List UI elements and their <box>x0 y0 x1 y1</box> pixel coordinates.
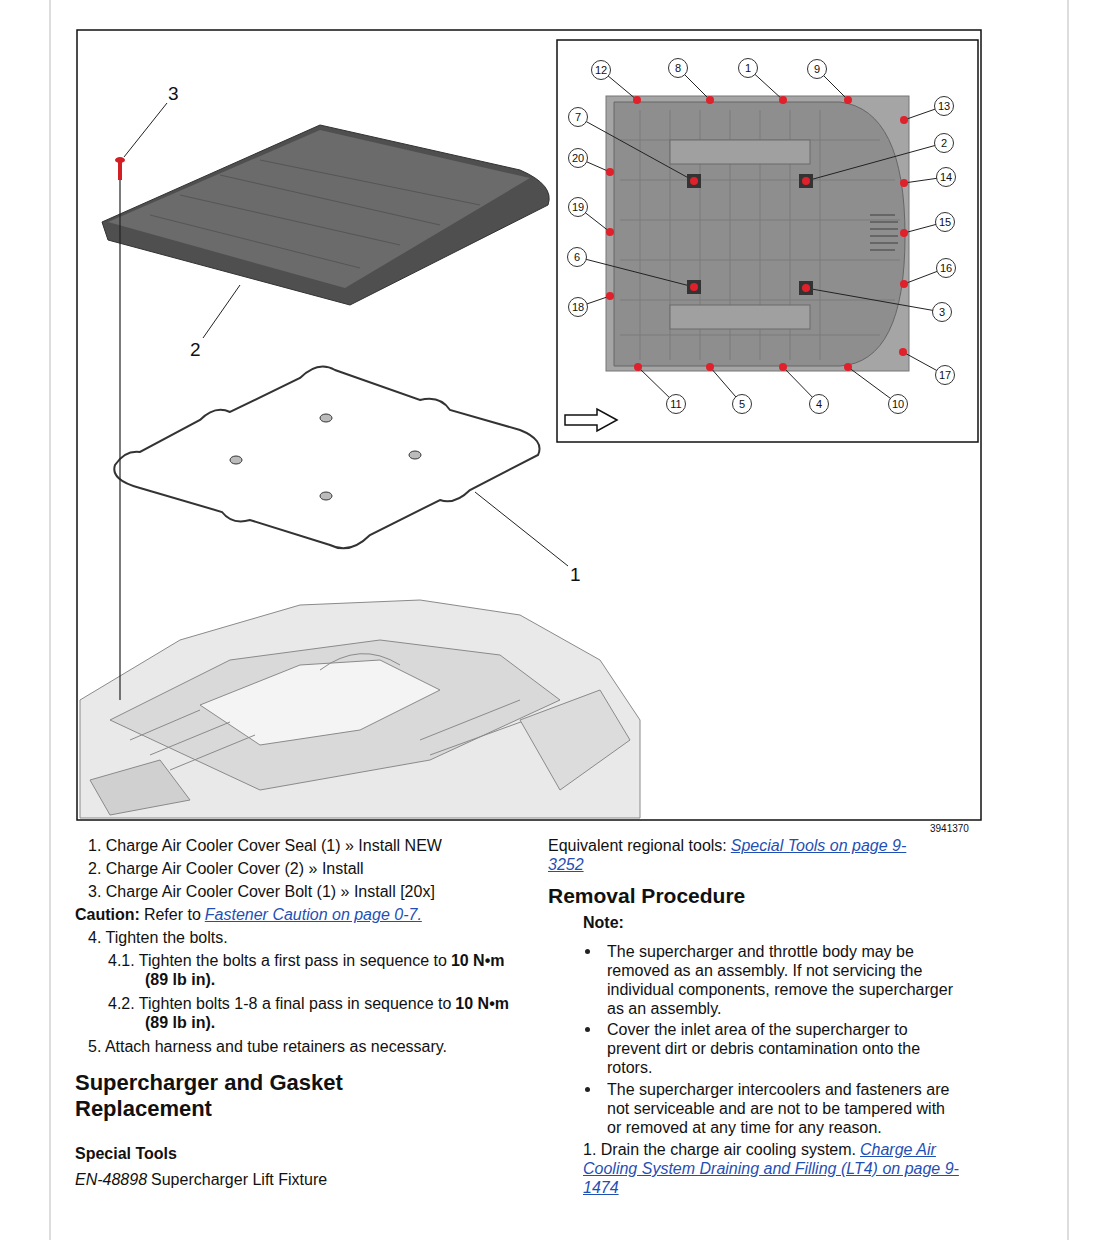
text-block: Equivalent regional tools:Special Tools … <box>548 836 908 874</box>
section-heading: Supercharger and Gasket Replacement <box>75 1070 343 1121</box>
callout-number: 15 <box>939 217 951 228</box>
callout-number: 5 <box>739 399 745 410</box>
bullet-dot <box>585 1027 590 1032</box>
callout-circle: 1 <box>738 58 758 78</box>
text-block: Supercharger and Gasket Replacement <box>75 1070 405 1122</box>
callout-number: 18 <box>572 302 584 313</box>
text-block: The supercharger and throttle body may b… <box>607 942 957 1018</box>
tool-text: EN-48898 <box>75 1171 147 1188</box>
callout-number: 12 <box>595 65 607 76</box>
callout-number: 3 <box>939 307 945 318</box>
callout-circle: 10 <box>888 394 908 414</box>
callout-number: 6 <box>574 252 580 263</box>
bullet-dot <box>585 949 590 954</box>
callout-circle: 3 <box>932 302 952 322</box>
callout-number: 10 <box>892 399 904 410</box>
step-text: 1. Charge Air Cooler Cover Seal (1) » In… <box>88 837 442 854</box>
text-block: EN-48898Supercharger Lift Fixture <box>75 1170 495 1189</box>
text-block: The supercharger intercoolers and fasten… <box>607 1080 962 1137</box>
callout-number: 8 <box>675 63 681 74</box>
text-block: 1. Drain the charge air cooling system.C… <box>583 1140 973 1197</box>
text-block: 3941370 <box>930 823 990 835</box>
text-block: 1 <box>570 563 600 586</box>
caution-text: Fastener Caution on page 0-7. <box>205 906 422 923</box>
callout-circle: 7 <box>568 107 588 127</box>
text-block: 3 <box>168 82 198 105</box>
callout-number: 2 <box>190 339 201 360</box>
callout-number: 7 <box>575 112 581 123</box>
text-block: Cover the inlet area of the supercharger… <box>607 1020 957 1077</box>
substep-text: 4.2. Tighten bolts 1-8 a final pass in s… <box>108 995 451 1012</box>
subheading: Special Tools <box>75 1145 177 1162</box>
callout-number: 1 <box>745 63 751 74</box>
callout-number: 2 <box>941 138 947 149</box>
text-block: 4. Tighten the bolts. <box>88 928 528 947</box>
caution-text: Caution: <box>75 906 140 923</box>
callout-circle: 20 <box>568 148 588 168</box>
callout-number: 3 <box>168 83 179 104</box>
callout-circle: 19 <box>568 197 588 217</box>
text-block: 2. Charge Air Cooler Cover (2) » Install <box>88 859 528 878</box>
bullet-dot <box>585 1087 590 1092</box>
note-text: The supercharger and throttle body may b… <box>607 943 953 1017</box>
tools-text: Equivalent regional tools: <box>548 837 727 854</box>
callout-circle: 18 <box>568 297 588 317</box>
callout-circle: 12 <box>591 60 611 80</box>
callout-circle: 17 <box>935 365 955 385</box>
step-text: 4. Tighten the bolts. <box>88 929 228 946</box>
callout-number: 14 <box>940 172 952 183</box>
tool-text: Supercharger Lift Fixture <box>151 1171 327 1188</box>
text-block: 4.1. Tighten the bolts a first pass in s… <box>145 951 525 989</box>
text-block: Special Tools <box>75 1144 375 1163</box>
callout-circle: 9 <box>807 59 827 79</box>
text-block: Caution:Refer toFastener Caution on page… <box>75 905 535 924</box>
callout-circle: 8 <box>668 58 688 78</box>
callout-number: 13 <box>938 101 950 112</box>
text-block: 4.2. Tighten bolts 1-8 a final pass in s… <box>145 994 525 1032</box>
callout-circle: 2 <box>934 133 954 153</box>
callout-circle: 13 <box>934 96 954 116</box>
callout-number: 20 <box>572 153 584 164</box>
callout-number: 9 <box>814 64 820 75</box>
callout-number: 1 <box>570 564 581 585</box>
text-block: 5. Attach harness and tube retainers as … <box>88 1037 538 1056</box>
callout-circle: 11 <box>666 394 686 414</box>
caution-text: Refer to <box>144 906 201 923</box>
callout-circle: 6 <box>567 247 587 267</box>
callout-circle: 5 <box>732 394 752 414</box>
callout-number: 16 <box>940 263 952 274</box>
text-block: Removal Procedure <box>548 884 908 908</box>
note-text: Cover the inlet area of the supercharger… <box>607 1021 920 1076</box>
callout-number: 17 <box>939 370 951 381</box>
step-text: 5. Attach harness and tube retainers as … <box>88 1038 447 1055</box>
callout-circle: 16 <box>936 258 956 278</box>
text-block: 1. Charge Air Cooler Cover Seal (1) » In… <box>88 836 528 855</box>
callout-number: 4 <box>816 399 822 410</box>
callout-circle: 14 <box>936 167 956 187</box>
step-text: 3. Charge Air Cooler Cover Bolt (1) » In… <box>88 883 435 900</box>
text-block: 2 <box>190 338 220 361</box>
figure-number: 3941370 <box>930 823 969 834</box>
step-text: 2. Charge Air Cooler Cover (2) » Install <box>88 860 364 877</box>
note-text: The supercharger intercoolers and fasten… <box>607 1081 949 1136</box>
substep-text: 4.1. Tighten the bolts a first pass in s… <box>108 952 447 969</box>
text-block: Note: <box>583 913 783 932</box>
callout-number: 11 <box>670 399 681 410</box>
callout-circle: 15 <box>935 212 955 232</box>
callout-number: 19 <box>572 202 584 213</box>
text-block: 3. Charge Air Cooler Cover Bolt (1) » In… <box>88 882 528 901</box>
section-heading: Removal Procedure <box>548 884 745 907</box>
note-heading: Note: <box>583 914 624 931</box>
step-text: 1. Drain the charge air cooling system. <box>583 1141 856 1158</box>
callout-circle: 4 <box>809 394 829 414</box>
